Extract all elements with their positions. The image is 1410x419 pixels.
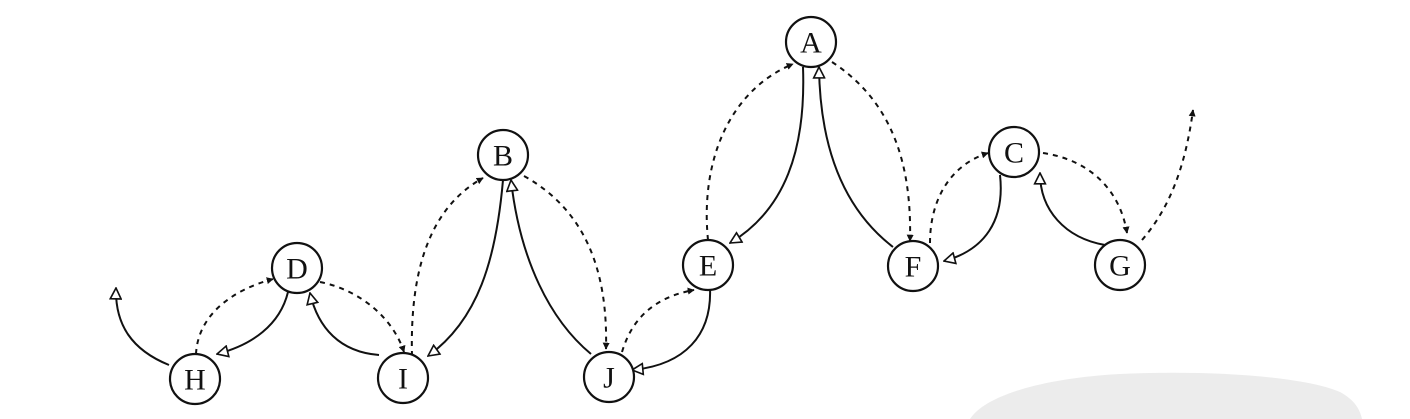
- edge-h-to-outside-left: [116, 288, 170, 366]
- edge-i-to-d: [310, 293, 380, 356]
- node-i-label: I: [398, 363, 408, 396]
- node-f: F: [886, 239, 940, 293]
- edge-a-to-f: [831, 61, 914, 242]
- node-h: H: [168, 352, 222, 406]
- node-d: D: [270, 241, 324, 295]
- edge-b-to-i: [428, 179, 504, 356]
- node-i: I: [376, 351, 430, 405]
- node-c-label: C: [1004, 137, 1024, 170]
- edge-d-to-i: [319, 281, 406, 353]
- edge-j-to-b: [511, 180, 592, 355]
- edge-h-to-d: [195, 277, 274, 355]
- background-shadow: [970, 372, 1362, 419]
- node-a: A: [784, 15, 838, 69]
- edge-c-to-f: [944, 174, 1002, 261]
- node-e-label: E: [699, 250, 717, 283]
- node-b-label: B: [493, 140, 513, 173]
- node-d-label: D: [286, 253, 308, 286]
- node-h-label: H: [184, 364, 206, 397]
- node-j-label: J: [603, 362, 615, 395]
- edge-e-to-a: [705, 63, 794, 241]
- node-e: E: [681, 238, 735, 292]
- node-c: C: [987, 125, 1041, 179]
- edge-j-to-e: [621, 287, 695, 353]
- edge-a-to-e: [730, 66, 805, 243]
- node-g: G: [1093, 238, 1147, 292]
- edge-b-to-j: [523, 175, 610, 350]
- edge-f-to-a: [819, 67, 894, 248]
- edge-i-to-b: [410, 177, 484, 357]
- node-f-label: F: [905, 251, 922, 284]
- edge-e-to-j: [632, 287, 712, 370]
- edge-f-to-c: [929, 151, 989, 244]
- node-a-label: A: [800, 27, 822, 60]
- edge-d-to-h: [217, 291, 289, 354]
- edge-g-to-outside-right: [1141, 109, 1196, 241]
- node-g-label: G: [1109, 250, 1131, 283]
- edge-c-to-g: [1042, 152, 1130, 234]
- node-b: B: [476, 128, 530, 182]
- node-j: J: [582, 350, 636, 404]
- edge-g-to-c: [1040, 173, 1106, 246]
